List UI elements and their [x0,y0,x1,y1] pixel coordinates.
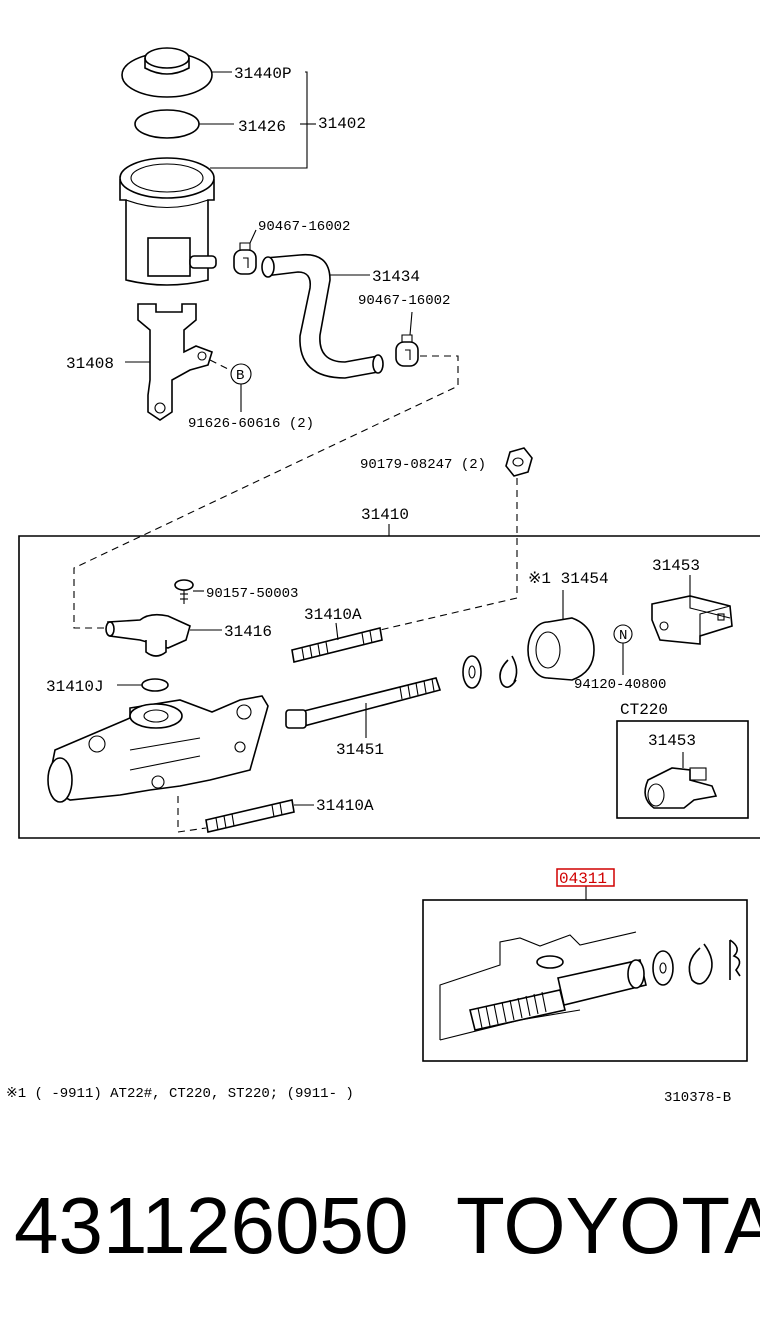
label-31451: 31451 [336,741,384,759]
label-31408: 31408 [66,355,114,373]
boot-drawing [527,590,595,681]
ct220-box [616,720,749,819]
drawing-code: 310378-B [664,1090,731,1106]
reservoir-cap-drawing [121,47,213,98]
clevis-drawing [651,575,733,645]
part-number: 431126050 [14,1181,409,1270]
hose-clip-lower-drawing [395,334,419,367]
screw-drawing [174,579,204,604]
label-31416: 31416 [224,623,272,641]
assembly-box-31410 [18,524,760,839]
label-90157: 90157-50003 [206,586,298,602]
master-cylinder-drawing [47,695,269,803]
gasket-drawing [134,109,200,139]
highlight-box-04311 [556,868,615,887]
bracket-drawing [137,303,213,421]
footnote: ※1 ( -9911) AT22#, CT220, ST220; (9911- … [6,1086,354,1102]
label-ct220: CT220 [620,701,668,719]
label-31402: 31402 [318,115,366,133]
label-31410J: 31410J [46,678,104,696]
hose-drawing [261,253,384,379]
label-91626: 91626-60616 (2) [188,416,314,432]
mark-b-circle [230,363,252,385]
label-90467-lower: 90467-16002 [358,293,450,309]
label-31453-ct220: 31453 [648,732,696,750]
brand-name: TOYOTA [456,1181,760,1270]
mark-b: B [236,368,244,384]
label-31454: ※1 31454 [528,570,609,588]
nut-drawing [505,447,533,477]
mark-n: N [619,628,627,644]
label-94120: 94120-40800 [574,677,666,693]
label-31453-top: 31453 [652,557,700,575]
label-90467-upper: 90467-16002 [258,219,350,235]
label-31440P: 31440P [234,65,292,83]
label-31410A-bottom: 31410A [316,797,374,815]
leader-lines-upper [73,71,518,631]
label-31410A-top: 31410A [304,606,362,624]
o-ring-drawing [141,678,169,692]
label-31434: 31434 [372,268,420,286]
union-drawing [105,613,222,657]
label-90179: 90179-08247 (2) [360,457,486,473]
stud-bolt-top-drawing [291,622,383,663]
repair-kit-box [422,886,748,1062]
push-rod-drawing [285,677,442,738]
stud-bolt-bottom-drawing [205,799,314,833]
hose-clip-upper-drawing [233,242,257,275]
reservoir-tank-drawing [119,157,217,286]
washer-snapring-drawing [462,655,518,689]
label-04311[interactable]: 04311 [559,870,607,888]
label-31410: 31410 [361,506,409,524]
label-31426: 31426 [238,118,286,136]
